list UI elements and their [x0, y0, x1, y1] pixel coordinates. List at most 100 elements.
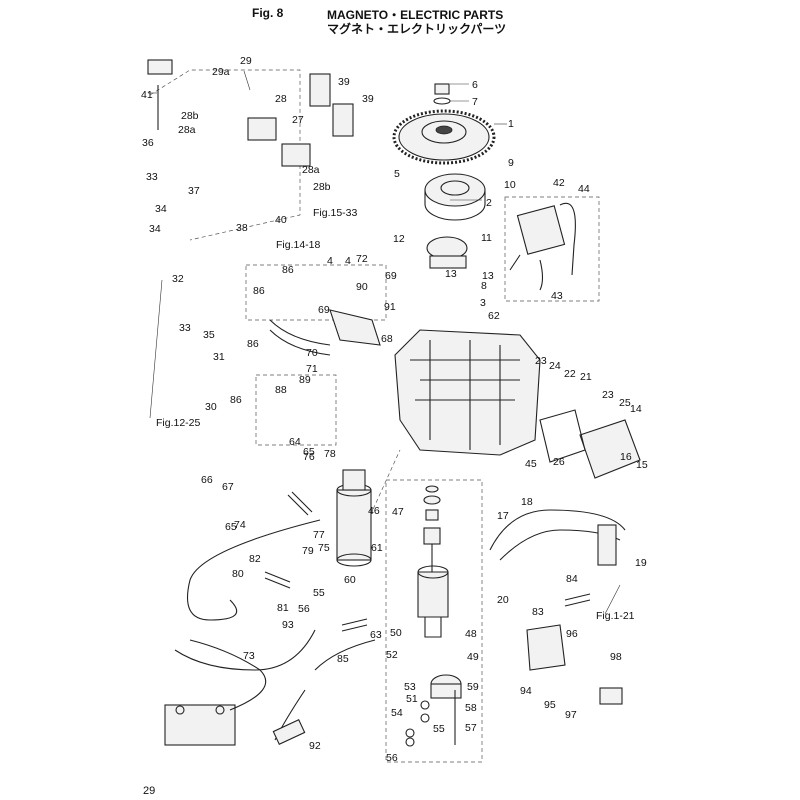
callout: 97	[565, 709, 577, 721]
callout: 89	[299, 374, 311, 386]
callout: 77	[313, 529, 325, 541]
callout: 4	[327, 255, 333, 267]
callout: 73	[243, 650, 255, 662]
callout: 9	[508, 157, 514, 169]
callout: 71	[306, 363, 318, 375]
main-harness	[489, 509, 626, 566]
callout: 56	[298, 603, 310, 615]
battery	[164, 704, 236, 746]
callout: 60	[344, 574, 356, 586]
callout: 21	[580, 371, 592, 383]
starter-motor-box	[385, 479, 483, 763]
callout: 59	[467, 681, 479, 693]
relay-96	[599, 687, 623, 705]
flywheel	[392, 109, 496, 165]
callout: 84	[566, 573, 578, 585]
spring-parts	[264, 491, 591, 632]
callout: 24	[549, 360, 561, 372]
callout: 90	[356, 281, 368, 293]
callout: 41	[141, 89, 153, 101]
callout: 4	[345, 255, 351, 267]
callout: 51	[406, 693, 418, 705]
callout: 67	[222, 481, 234, 493]
figure-ref: Fig.14-18	[276, 239, 321, 251]
remote-harness	[272, 639, 376, 745]
callout: 28a	[178, 124, 196, 136]
callout: 48	[465, 628, 477, 640]
callout: 96	[566, 628, 578, 640]
callout: 13	[482, 270, 494, 282]
rectifier-group-box	[245, 264, 387, 321]
callout: 46	[368, 505, 380, 517]
callout: 27	[292, 114, 304, 126]
callout: 6	[472, 79, 478, 91]
callout: 82	[249, 553, 261, 565]
callout: 93	[282, 619, 294, 631]
callout: 55	[433, 723, 445, 735]
callout: 28b	[181, 110, 199, 122]
callout: 33	[179, 322, 191, 334]
callout: 37	[188, 185, 200, 197]
callout: 42	[553, 177, 565, 189]
group-boxes	[149, 69, 600, 763]
callout: 30	[205, 401, 217, 413]
figure-number: Fig. 8	[252, 6, 284, 20]
callout: 66	[201, 474, 213, 486]
callout: 80	[232, 568, 244, 580]
callout: 88	[275, 384, 287, 396]
callout: 69	[385, 270, 397, 282]
callout: 16	[620, 451, 632, 463]
callout: 23	[535, 355, 547, 367]
callout: 61	[371, 542, 383, 554]
ignition-coil-box	[504, 196, 600, 302]
callout: 69	[318, 304, 330, 316]
pulser-coil	[426, 236, 468, 269]
engine-block	[394, 329, 541, 456]
callout: 43	[551, 290, 563, 302]
callout: 86	[230, 394, 242, 406]
callout: 26	[553, 456, 565, 468]
leader-lines	[148, 70, 621, 615]
callout: 72	[356, 253, 368, 265]
callout: 11	[481, 232, 492, 244]
starter-exploded	[405, 485, 462, 747]
callout: 65	[225, 521, 237, 533]
callout: 76	[303, 451, 315, 463]
callout: 33	[146, 171, 158, 183]
callout: 63	[370, 629, 382, 641]
callout: 40	[275, 214, 287, 226]
callout: 62	[488, 310, 500, 322]
callout: 8	[481, 280, 487, 292]
callout: 28	[275, 93, 287, 105]
callout: 1	[508, 118, 514, 130]
figure-ref: Fig.15-33	[313, 207, 358, 219]
callout: 83	[532, 606, 544, 618]
battery-cables	[174, 519, 321, 711]
callout: 52	[386, 649, 398, 661]
callout: 68	[381, 333, 393, 345]
flywheel-nut	[433, 83, 451, 105]
page-number: 29	[143, 785, 156, 797]
callout: 5	[394, 168, 400, 180]
callout: 35	[203, 329, 215, 341]
callout: 86	[253, 285, 265, 297]
callout: 54	[391, 707, 403, 719]
relay-group-box	[255, 374, 337, 446]
cdi-unit	[539, 409, 641, 479]
callout: 86	[282, 264, 294, 276]
callout: 75	[318, 542, 330, 554]
switch-group-box	[149, 69, 301, 241]
figure-ref: Fig.1-21	[596, 610, 635, 622]
callout: 44	[578, 183, 590, 195]
callout: 10	[504, 179, 516, 191]
callout: 39	[362, 93, 374, 105]
page-title-japanese: マグネト・エレクトリックパーツ	[327, 22, 507, 36]
callout: 94	[520, 685, 532, 697]
callout: 74	[234, 519, 246, 531]
callout: 20	[497, 594, 509, 606]
callout: 28a	[302, 164, 320, 176]
callout: 39	[338, 76, 350, 88]
callout: 92	[309, 740, 321, 752]
callout: 56	[386, 752, 398, 764]
